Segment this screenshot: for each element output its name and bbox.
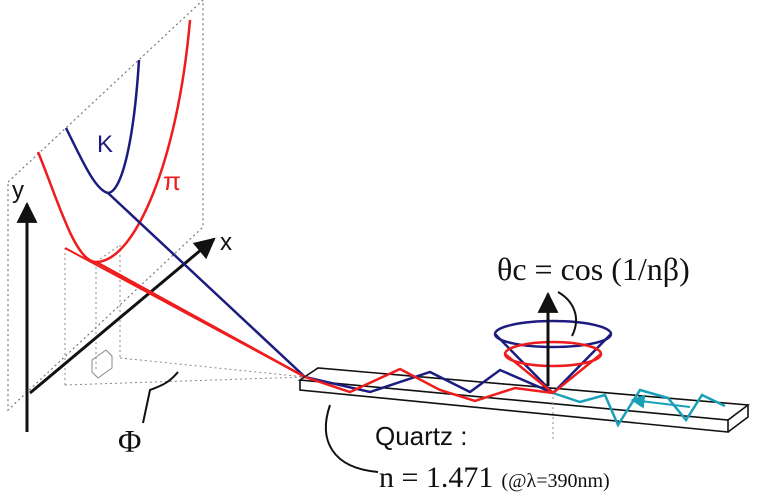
wavelength-note: (@λ=390nm) [501,470,609,492]
refractive-index: n = 1.471 (@λ=390nm) [379,461,610,494]
pion-cone [503,340,603,394]
formula-pointer [557,291,577,337]
y-axis-label: y [12,177,24,204]
pion-ray-2 [64,247,306,378]
projection-guides [64,244,306,386]
quartz-pointer [325,404,379,473]
projection-box [91,349,113,379]
x-axis-label: x [220,229,232,256]
reflected-photon-path [552,388,726,428]
quartz-label: Quartz : [375,421,467,451]
kaon-label: K [97,131,113,158]
cherenkov-angle-formula: θc = cos (1/nβ) [497,251,690,287]
detection-plane [7,0,204,412]
kaon-ring-image [64,59,141,195]
x-axis [29,237,216,395]
phi-pointer [142,371,179,424]
pion-bounce-path [304,367,554,403]
quartz-bar [297,367,751,433]
refractive-index-value: n = 1.471 [379,461,493,494]
pion-ring-image [36,19,192,264]
kaon-bounce-path [304,368,554,395]
kaon-cone [493,319,613,394]
arrow-left-icon [630,394,691,409]
kaon-ray [107,192,306,378]
phi-label: Φ [118,423,141,459]
pion-label: π [163,166,181,196]
